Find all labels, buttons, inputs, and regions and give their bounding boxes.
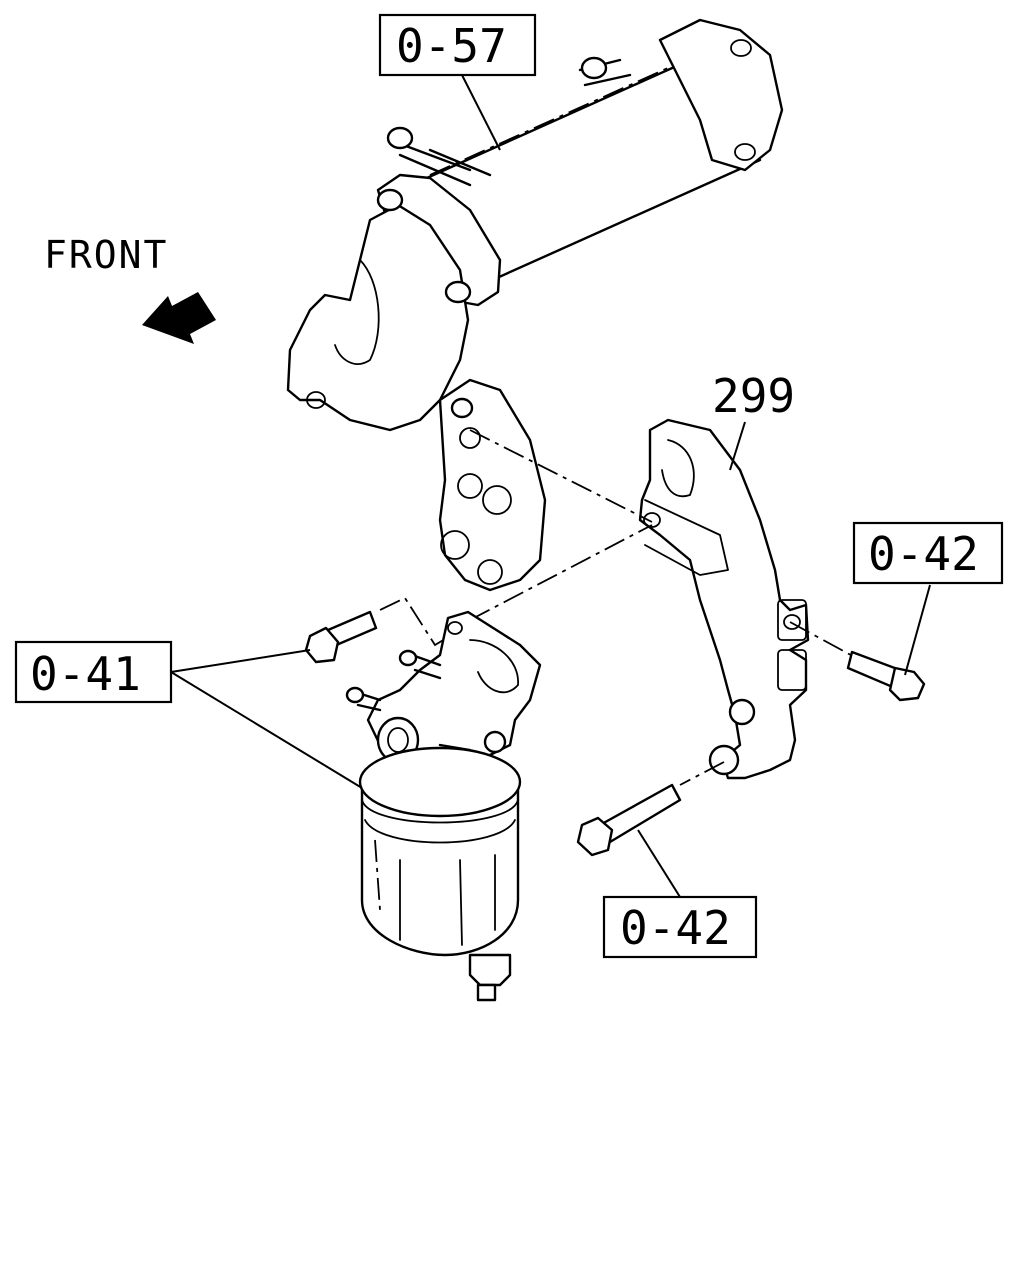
front-label: FRONT (44, 233, 168, 277)
bolt-lower (576, 783, 682, 857)
callout-bracket: 299 (712, 369, 795, 423)
callout-bolt-lower: 0-42 (620, 901, 731, 955)
callout-bolt-right: 0-42 (868, 527, 979, 581)
egr-cooler (286, 18, 784, 592)
bolt-right (846, 650, 926, 702)
bracket (638, 418, 810, 780)
fuel-filter (304, 610, 542, 1002)
arrow-left-icon (142, 292, 216, 344)
callout-box-bolt-lower (602, 895, 758, 959)
callout-box-egr-cooler (378, 13, 537, 77)
callout-filter-bolt: 0-41 (30, 647, 141, 701)
callout-box-filter-bolt (14, 640, 173, 704)
callout-box-bolt-right (852, 521, 1004, 585)
callout-egr-cooler: 0-57 (396, 19, 507, 73)
